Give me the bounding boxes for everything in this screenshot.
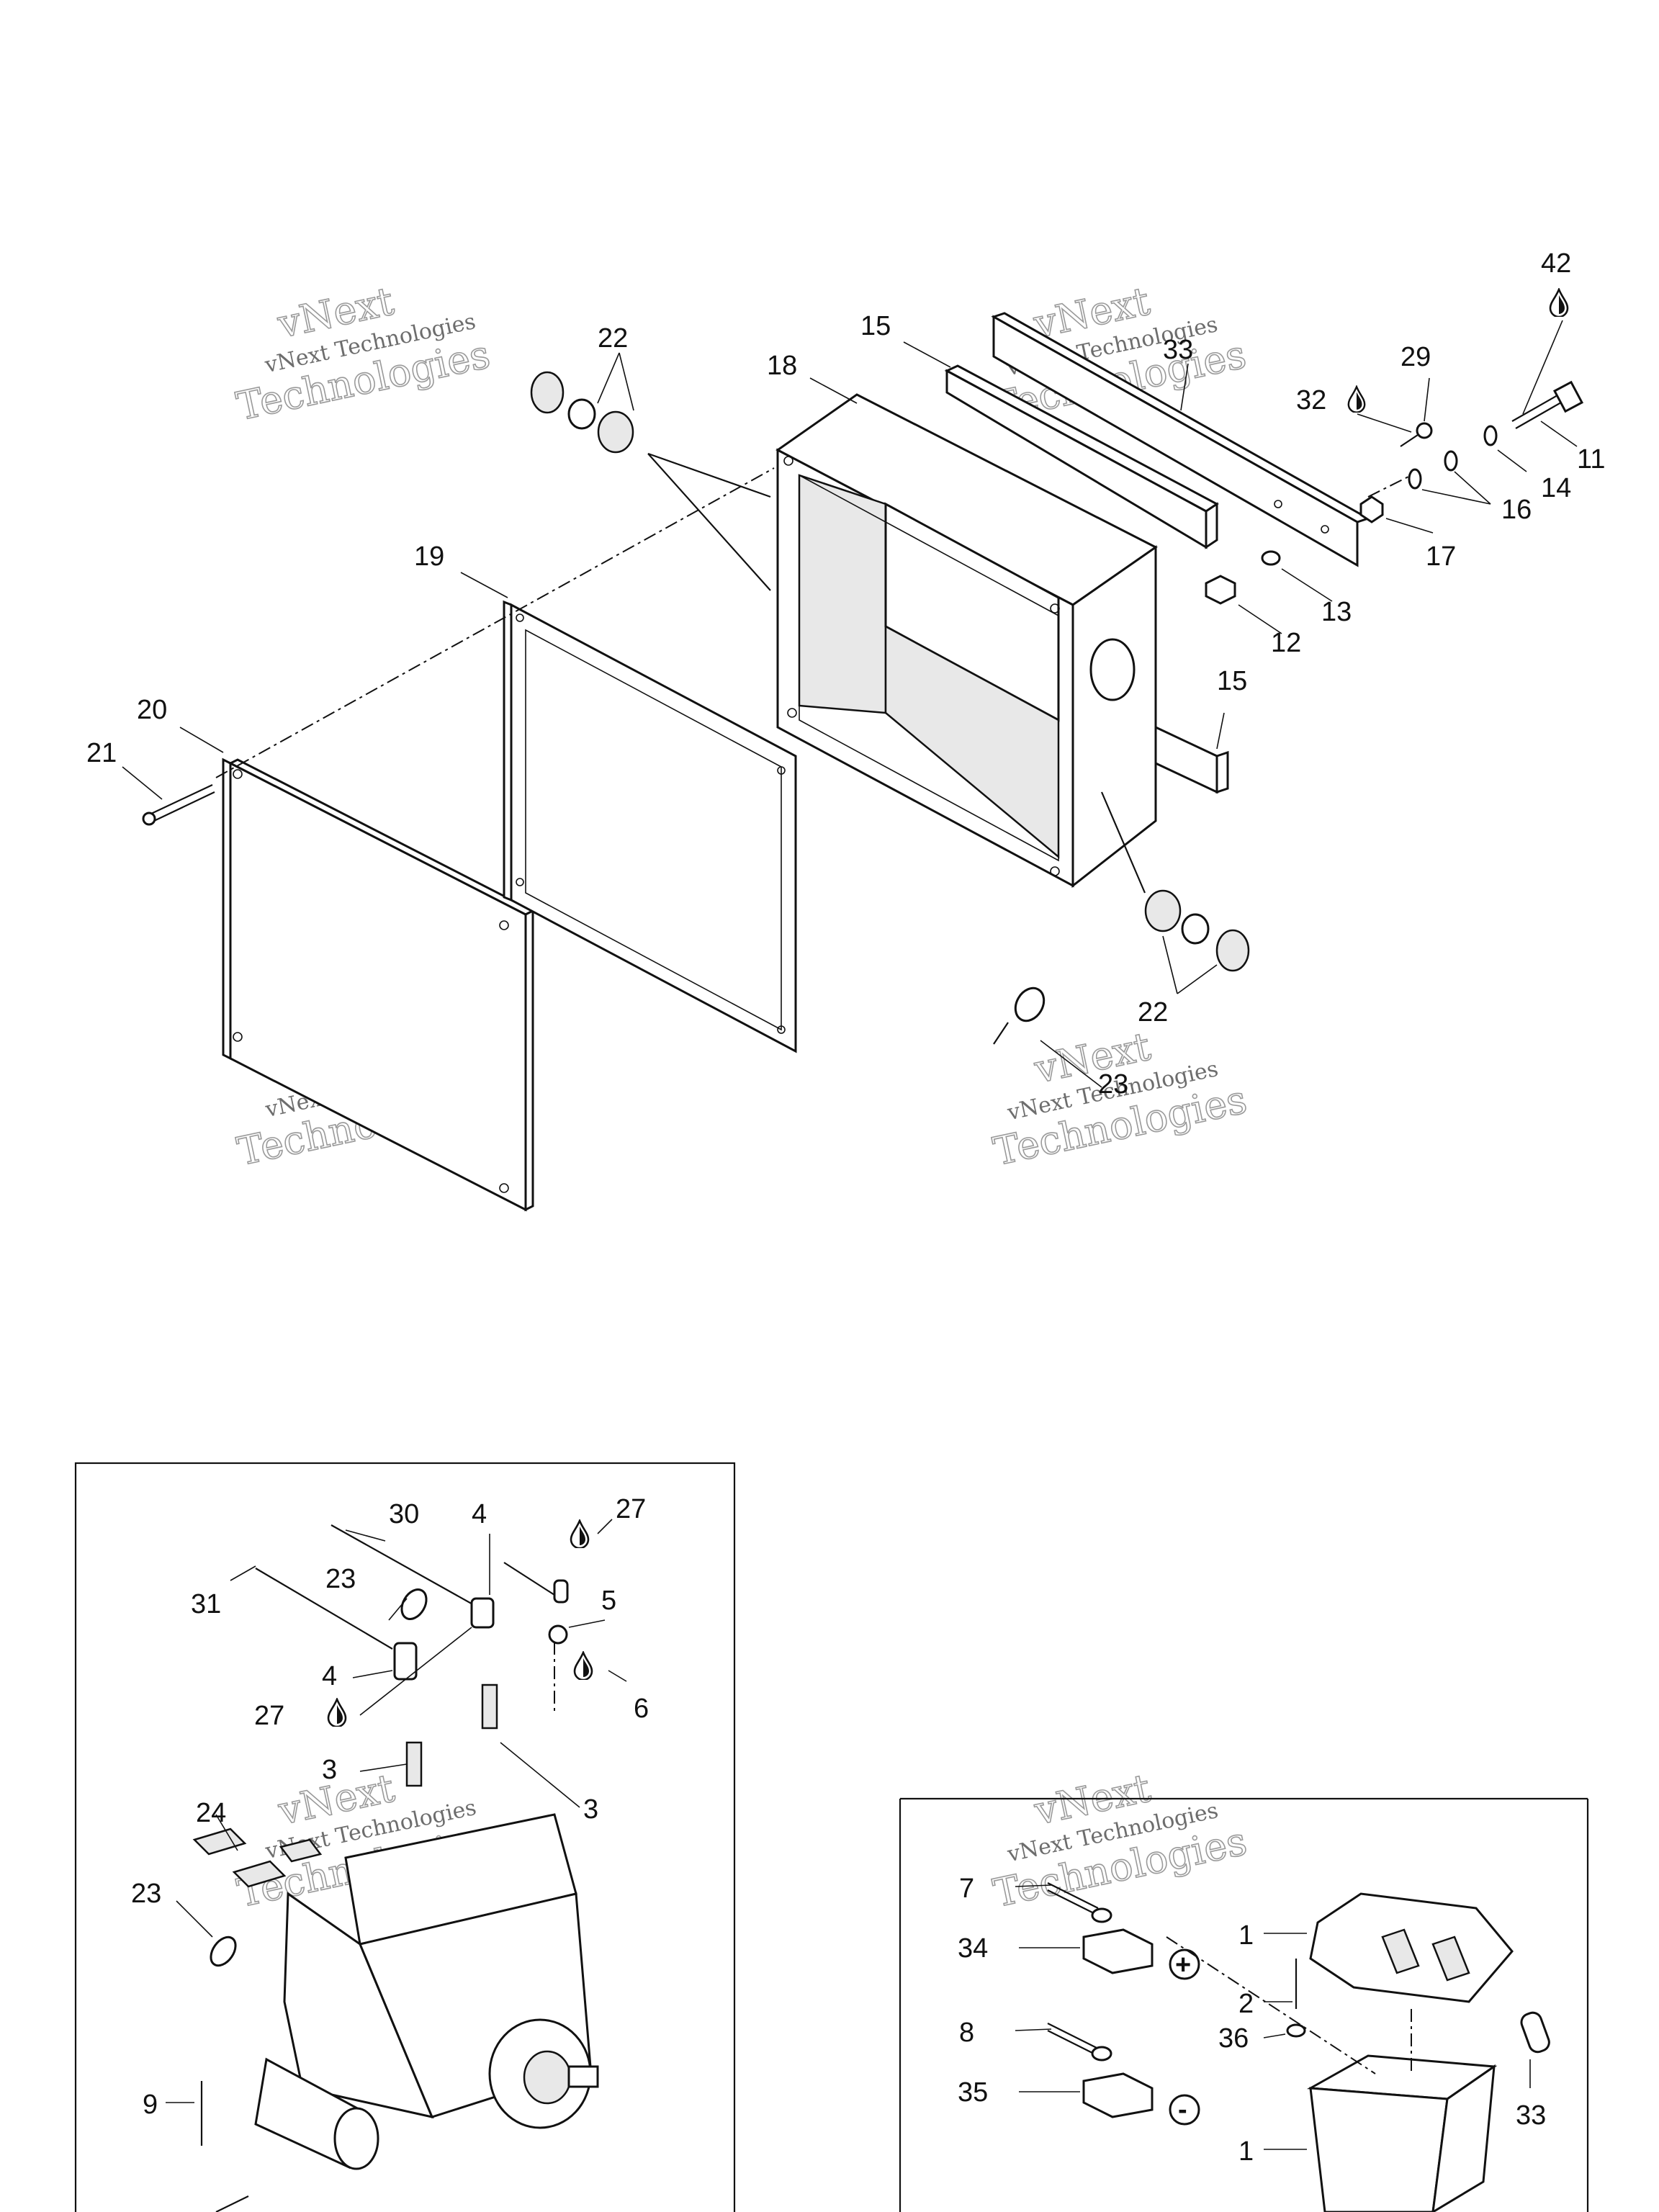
callouts-battery: 7 34 8 35 1 2 36 33 1 — [958, 1874, 1546, 2167]
svg-text:1: 1 — [1238, 1920, 1254, 1951]
svg-text:29: 29 — [1401, 342, 1431, 372]
svg-text:12: 12 — [1271, 628, 1301, 658]
liquid-drop-icon — [1549, 288, 1569, 317]
svg-text:-: - — [1178, 2095, 1187, 2125]
svg-text:42: 42 — [1541, 248, 1571, 279]
svg-text:34: 34 — [958, 1933, 988, 1964]
svg-text:15: 15 — [1217, 666, 1247, 696]
svg-text:31: 31 — [191, 1589, 221, 1619]
svg-text:23: 23 — [325, 1564, 356, 1594]
alignment-lines — [215, 452, 1412, 894]
mounting-bracket — [991, 312, 1371, 567]
svg-text:18: 18 — [767, 351, 797, 381]
svg-text:22: 22 — [1138, 997, 1168, 1028]
callouts-top: 42 29 32 11 14 16 17 13 12 33 15 15 18 1… — [86, 248, 1605, 1100]
svg-text:33: 33 — [1163, 335, 1193, 365]
spark-plug-cap — [470, 1597, 495, 1629]
negative-terminal-clamp — [1082, 2072, 1154, 2118]
svg-text:35: 35 — [958, 2077, 988, 2108]
svg-text:36: 36 — [1218, 2023, 1249, 2054]
terminal-cap — [1520, 2011, 1550, 2054]
engine-panel — [74, 1462, 736, 2212]
cable-glands-upper — [530, 371, 634, 454]
junction-box — [775, 393, 1158, 889]
svg-text:15: 15 — [860, 311, 891, 341]
mounting-rail-upper — [944, 364, 1219, 549]
bolt-11 — [1511, 380, 1584, 429]
svg-text:33: 33 — [1516, 2100, 1546, 2131]
leader-lines-battery — [1015, 1884, 1531, 2150]
callouts-engine: 30 4 27 31 23 5 4 6 27 3 3 24 23 9 — [131, 1494, 649, 2120]
svg-text:22: 22 — [598, 323, 628, 354]
svg-text:5: 5 — [601, 1586, 616, 1616]
liquid-drop-icon — [1347, 385, 1366, 413]
svg-text:1: 1 — [1238, 2136, 1254, 2167]
svg-text:2: 2 — [1238, 1989, 1254, 2019]
svg-text:30: 30 — [389, 1499, 419, 1529]
leader-lines-engine — [166, 1519, 627, 2103]
positive-terminal-clamp — [1082, 1928, 1154, 1974]
svg-text:3: 3 — [583, 1794, 598, 1825]
svg-text:21: 21 — [86, 738, 117, 768]
nut-12 — [1205, 575, 1236, 605]
svg-text:27: 27 — [616, 1494, 646, 1524]
spark-plug — [405, 1741, 423, 1787]
svg-text:9: 9 — [143, 2090, 158, 2120]
svg-text:11: 11 — [1577, 444, 1605, 475]
liquid-drop-icon — [573, 1651, 593, 1680]
svg-text:8: 8 — [959, 2018, 974, 2048]
gasket — [503, 600, 797, 1053]
svg-text:4: 4 — [322, 1661, 337, 1691]
leader-lines-top — [122, 320, 1578, 1088]
svg-text:4: 4 — [472, 1499, 487, 1529]
watermark-top-left: vNext vNext Technologies Technologies — [232, 278, 494, 430]
svg-text:7: 7 — [959, 1874, 974, 1904]
liquid-drop-icon — [327, 1698, 347, 1727]
liquid-drop-icon — [570, 1519, 590, 1548]
washer-13 — [1261, 550, 1281, 566]
engine-block — [283, 1892, 434, 2119]
positive-terminal-icon — [1169, 1948, 1200, 1980]
screw-29 — [1400, 422, 1433, 447]
svg-text:32: 32 — [1296, 385, 1326, 415]
svg-text:19: 19 — [414, 541, 444, 572]
svg-text:+: + — [1175, 1950, 1191, 1980]
cable-glands-lower — [1144, 889, 1250, 972]
watermark-battery-panel: vNext vNext Technologies Technologies — [989, 1765, 1251, 1917]
negative-terminal-icon — [1169, 2094, 1200, 2126]
svg-text:16: 16 — [1501, 495, 1532, 525]
spark-plug — [481, 1683, 498, 1730]
svg-text:17: 17 — [1426, 541, 1456, 572]
svg-text:24: 24 — [196, 1798, 226, 1828]
svg-text:3: 3 — [322, 1755, 337, 1785]
svg-text:6: 6 — [634, 1694, 649, 1724]
svg-text:13: 13 — [1321, 597, 1352, 627]
svg-text:23: 23 — [131, 1879, 161, 1909]
nut-17 — [1359, 495, 1384, 523]
svg-text:14: 14 — [1541, 473, 1571, 503]
svg-text:20: 20 — [137, 695, 167, 725]
svg-text:27: 27 — [254, 1701, 284, 1731]
washers-14-16 — [1408, 425, 1498, 490]
screw-21 — [142, 784, 215, 826]
battery-panel: + - — [899, 1797, 1589, 2212]
mounting-rail-lower — [1154, 725, 1229, 794]
tie-wrap — [993, 986, 1046, 1045]
svg-text:23: 23 — [1098, 1069, 1128, 1100]
